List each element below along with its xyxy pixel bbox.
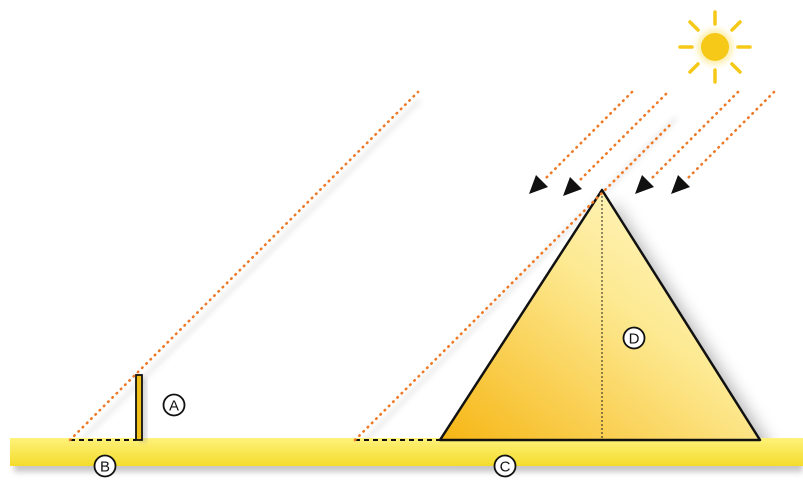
incoming-ray-4 bbox=[688, 92, 774, 178]
label-b: B bbox=[95, 456, 116, 477]
sun-icon bbox=[680, 12, 750, 82]
arrowhead-icon bbox=[529, 175, 548, 194]
incoming-ray-2 bbox=[580, 94, 666, 180]
label-b-text: B bbox=[100, 459, 110, 476]
label-a: A bbox=[164, 395, 185, 416]
label-a-text: A bbox=[169, 398, 179, 415]
arrowhead-icon bbox=[635, 175, 654, 194]
ground-strip bbox=[10, 438, 803, 466]
label-d-text: D bbox=[629, 331, 640, 348]
label-c: C bbox=[495, 456, 516, 477]
stick bbox=[136, 375, 142, 440]
label-d: D bbox=[624, 328, 645, 349]
arrowhead-icon bbox=[563, 177, 582, 196]
incoming-ray-1 bbox=[546, 92, 632, 178]
label-c-text: C bbox=[500, 459, 511, 476]
arrowhead-icon bbox=[671, 175, 690, 194]
incoming-ray-3 bbox=[652, 92, 738, 178]
stick-sun-ray bbox=[70, 92, 418, 440]
